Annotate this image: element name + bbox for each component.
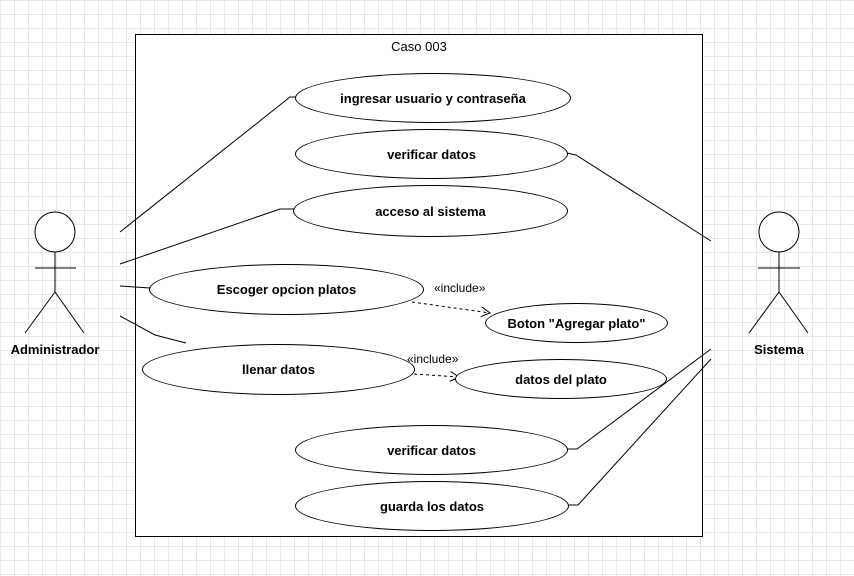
include-label-2: «include» (407, 352, 459, 366)
assoc-system-uc9 (568, 358, 712, 506)
use-case-guarda-los-datos[interactable]: guarda los datos (295, 481, 569, 531)
use-case-verificar-datos-2[interactable]: verificar datos (295, 425, 568, 475)
use-case-verificar-datos-1[interactable]: verificar datos (295, 129, 568, 179)
use-case-ingresar-usuario[interactable]: ingresar usuario y contraseña (295, 73, 571, 123)
use-case-label: ingresar usuario y contraseña (340, 90, 526, 106)
use-case-label: verificar datos (387, 146, 476, 162)
use-case-label: datos del plato (515, 371, 607, 387)
system-actor-label: Sistema (754, 342, 804, 357)
assoc-admin-uc6 (119, 315, 187, 344)
admin-actor-label: Administrador (10, 342, 100, 357)
assoc-admin-uc1 (119, 96, 297, 233)
include-label-1: «include» (434, 281, 486, 295)
system-actor-figure (748, 211, 809, 334)
use-case-label: Boton "Agregar plato" (507, 315, 646, 331)
use-case-label: llenar datos (242, 362, 315, 377)
assoc-admin-uc4 (119, 285, 151, 289)
assoc-system-uc2 (566, 152, 712, 242)
use-case-datos-del-plato[interactable]: datos del plato (455, 359, 667, 399)
assoc-system-uc8 (567, 348, 712, 450)
include-line-1 (411, 301, 490, 313)
use-case-label: Escoger opcion platos (216, 282, 357, 297)
use-case-escoger-opcion-platos[interactable]: Escoger opcion platos (149, 264, 424, 315)
use-case-boton-agregar-plato[interactable]: Boton "Agregar plato" (485, 303, 668, 343)
use-case-acceso-sistema[interactable]: acceso al sistema (293, 185, 568, 237)
admin-actor-figure (24, 211, 85, 334)
use-case-label: verificar datos (387, 442, 476, 458)
use-case-label: acceso al sistema (375, 203, 486, 219)
include-line-2 (413, 374, 459, 377)
use-case-llenar-datos[interactable]: llenar datos (142, 344, 415, 395)
use-case-label: guarda los datos (379, 498, 485, 514)
assoc-admin-uc3 (119, 208, 294, 265)
boundary-title: Caso 003 (391, 39, 447, 54)
